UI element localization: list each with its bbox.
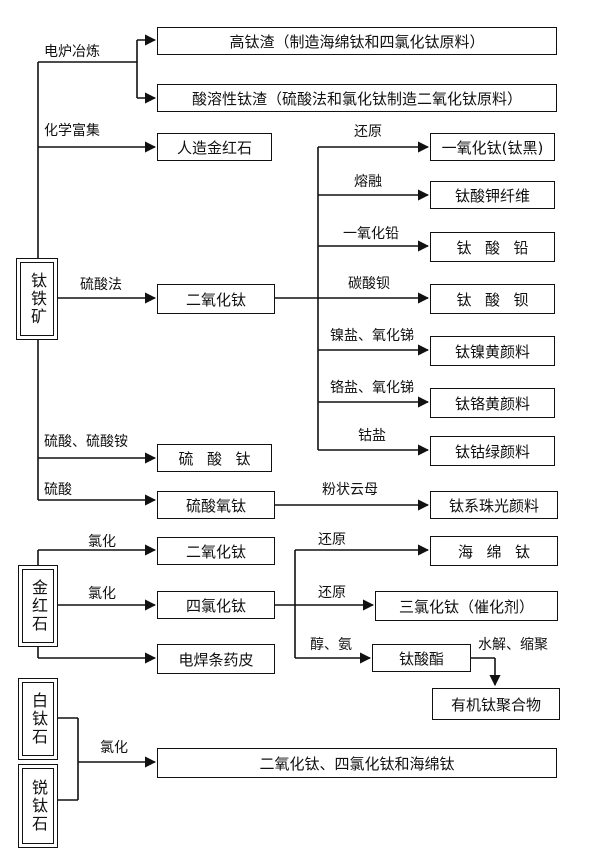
ti-monoxide-box: 一氧化钛(钛黑) [430, 133, 555, 161]
barium-carbonate-label: 碳酸钡 [348, 276, 390, 292]
titanate-ester-box: 钛酸酯 [372, 644, 471, 672]
sulfuric-ammonium-label: 硫酸、硫酸铵 [44, 434, 128, 450]
pearl-pigment-box: 钛系珠光颜料 [430, 491, 558, 519]
k-titanate-fiber-box: 钛酸钾纤维 [430, 181, 555, 209]
cobalt-salt-label: 钴盐 [358, 428, 386, 444]
lead-titanate-box: 钛酸铅 [430, 232, 555, 262]
rutile-label: 金红石 [22, 569, 54, 643]
chemical-enrich-label: 化学富集 [44, 123, 100, 139]
tio2-chloride-box: 二氧化钛 [157, 537, 275, 565]
anatase-source: 锐钛石 [18, 764, 58, 848]
sulfuric-acid-label: 硫酸 [44, 482, 72, 498]
lead-monoxide-label: 一氧化铅 [343, 226, 399, 242]
titanyl-sulfate-box: 硫酸氧钛 [157, 491, 275, 519]
final-products-box: 二氧化钛、四氯化钛和海绵钛 [157, 748, 557, 778]
cr-yellow-pigment-box: 钛铬黄颜料 [430, 388, 555, 418]
tio2-sulfate-box: 二氧化钛 [157, 284, 275, 314]
anatase-label: 锐钛石 [22, 768, 54, 844]
chlorination-label-1: 氯化 [88, 534, 116, 550]
chlorination-label-2: 氯化 [88, 586, 116, 602]
rutile-source: 金红石 [18, 565, 58, 647]
reduction-label-2: 还原 [318, 532, 346, 548]
barium-titanate-box: 钛酸钡 [430, 284, 555, 314]
chromium-antimony-label: 铬盐、氧化锑 [330, 380, 414, 396]
organo-ti-polymer-box: 有机钛聚合物 [432, 688, 560, 720]
reduction-label-1: 还原 [354, 124, 382, 140]
fusion-label: 熔融 [354, 174, 382, 190]
co-green-pigment-box: 钛钴绿颜料 [430, 436, 555, 466]
ticl4-box: 四氯化钛 [157, 591, 275, 619]
leucoxene-source: 白钛石 [18, 678, 58, 760]
chlorination-label-3: 氯化 [100, 740, 128, 756]
leucoxene-label: 白钛石 [22, 682, 54, 756]
electric-furnace-label: 电炉冶炼 [44, 44, 100, 60]
mica-powder-label: 粉状云母 [322, 482, 378, 498]
nickel-antimony-label: 镍盐、氧化锑 [330, 328, 414, 344]
artificial-rutile-box: 人造金红石 [157, 133, 272, 161]
electrode-coating-box: 电焊条药皮 [157, 644, 275, 674]
sulfuric-acid-method-label: 硫酸法 [80, 277, 122, 293]
reduction-label-3: 还原 [318, 585, 346, 601]
ilmenite-source: 钛铁矿 [16, 258, 58, 340]
hydrolysis-condense-label: 水解、缩聚 [478, 637, 548, 653]
ticl3-catalyst-box: 三氯化钛（催化剂） [375, 591, 558, 621]
high-ti-slag-box: 高钛渣（制造海绵钛和四氯化钛原料） [157, 27, 557, 55]
ti-sulfate-box: 硫酸钛 [157, 444, 272, 472]
sponge-ti-box: 海绵钛 [430, 536, 558, 566]
ni-yellow-pigment-box: 钛镍黄颜料 [430, 336, 555, 366]
alcohol-ammonia-label: 醇、氨 [310, 637, 352, 653]
ilmenite-label: 钛铁矿 [20, 262, 54, 336]
acid-soluble-slag-box: 酸溶性钛渣（硫酸法和氯化钛制造二氧化钛原料） [157, 84, 557, 112]
